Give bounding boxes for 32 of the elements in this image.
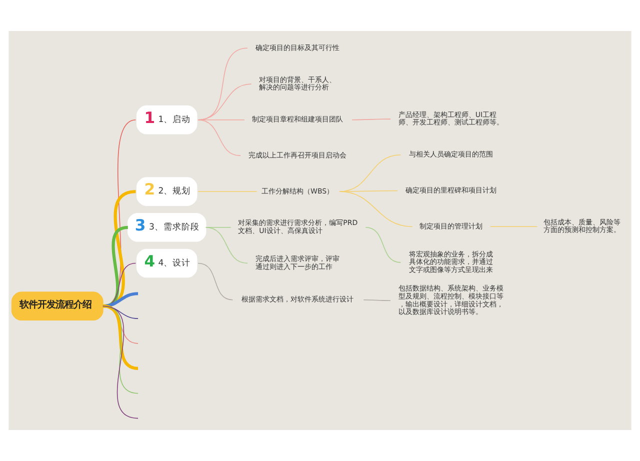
node-text: 制定项目章程和组建项目团队 bbox=[252, 114, 344, 124]
node-box: 1 1、启动 bbox=[136, 105, 198, 134]
connector bbox=[352, 118, 391, 120]
node-box: 3 3、需求阶段 bbox=[128, 212, 206, 242]
node-text: 对采集的需求进行需求分析，编写PRD文档、UI设计、高保真设计 bbox=[238, 218, 358, 235]
node-box: 软件开发流程介绍 bbox=[11, 292, 104, 320]
connector bbox=[363, 299, 391, 302]
node-text: 对项目的背景、干系人、解决的问题等进行分析 bbox=[259, 74, 336, 92]
node-box: 4 4、设计 bbox=[136, 248, 198, 278]
node-text: 完成以上工作再召开项目启动会 bbox=[248, 150, 347, 160]
connector bbox=[339, 154, 402, 192]
node-text: 将宏观抽象的业务，拆分成具体化的功能需求，并通过文字或图像等方式呈现出来 bbox=[408, 249, 493, 274]
node-box: 2 2、规划 bbox=[136, 177, 198, 206]
node-text: 包括成本、质量、风险等方面的预测和控制方案。 bbox=[544, 217, 621, 234]
connector bbox=[205, 227, 248, 264]
node-text: 与相关人员确定项目的范围 bbox=[408, 150, 493, 159]
node-text: 包括数据结构、系统架构、业务模型及规则、流程控制、模块接口等，输出概要设计，详细设计文档，以及数据库设计说明书等。 bbox=[398, 284, 504, 316]
node-text: 制定项目的管理计划 bbox=[419, 221, 482, 230]
connector bbox=[339, 191, 413, 227]
connector bbox=[339, 190, 398, 192]
node-text: 确定项目的目标及其可行性 bbox=[256, 42, 340, 52]
node-text: 产品经理、架构工程师、UI工程师、开发工程师、测试工程师等。 bbox=[398, 110, 504, 127]
node-text: 工作分解结构（WBS） bbox=[262, 186, 334, 196]
connector bbox=[198, 262, 234, 300]
node-text: 确定项目的里程碑和项目计划 bbox=[405, 185, 496, 194]
connector bbox=[198, 84, 252, 120]
node-text: 完成后进入需求评审，评审通过则进入下一步的工作 bbox=[256, 254, 340, 271]
connector bbox=[198, 119, 241, 156]
node-text: 根据需求文档，对软件系统进行设计 bbox=[242, 294, 354, 304]
connector bbox=[198, 191, 258, 192]
connector bbox=[490, 226, 538, 227]
connector bbox=[365, 227, 402, 263]
